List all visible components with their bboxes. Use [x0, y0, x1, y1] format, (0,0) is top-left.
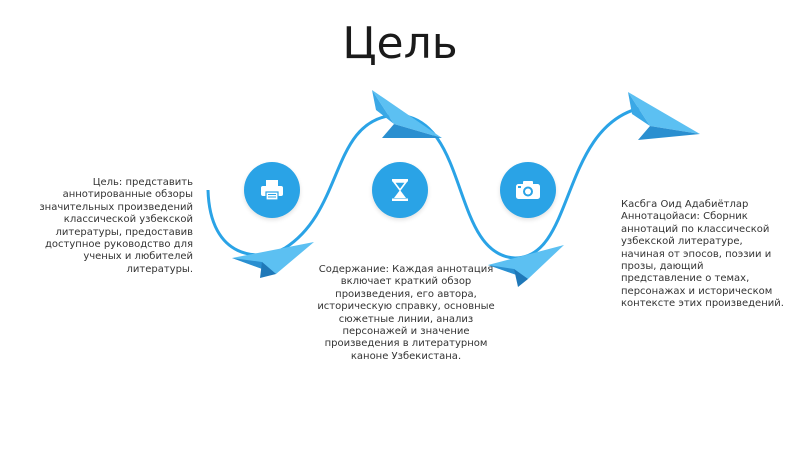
paper-plane-4 — [628, 92, 700, 140]
paper-plane-3 — [488, 245, 564, 287]
printer-icon — [261, 180, 283, 201]
annotation-text: Касбга Оид Адабиётлар Аннотацойаси: Сбор… — [621, 199, 784, 310]
hourglass-icon — [392, 179, 408, 201]
paper-plane-2 — [372, 90, 442, 138]
hourglass-icon-circle — [372, 162, 428, 218]
goal-text: Цель: представить аннотированные обзоры … — [39, 177, 193, 275]
camera-icon-circle — [500, 162, 556, 218]
printer-icon-circle — [244, 162, 300, 218]
camera-icon — [516, 181, 540, 199]
content-text: Содержание: Каждая аннотация включает кр… — [317, 264, 495, 362]
paper-plane-1 — [232, 242, 314, 278]
page-title: Цель — [342, 18, 458, 69]
